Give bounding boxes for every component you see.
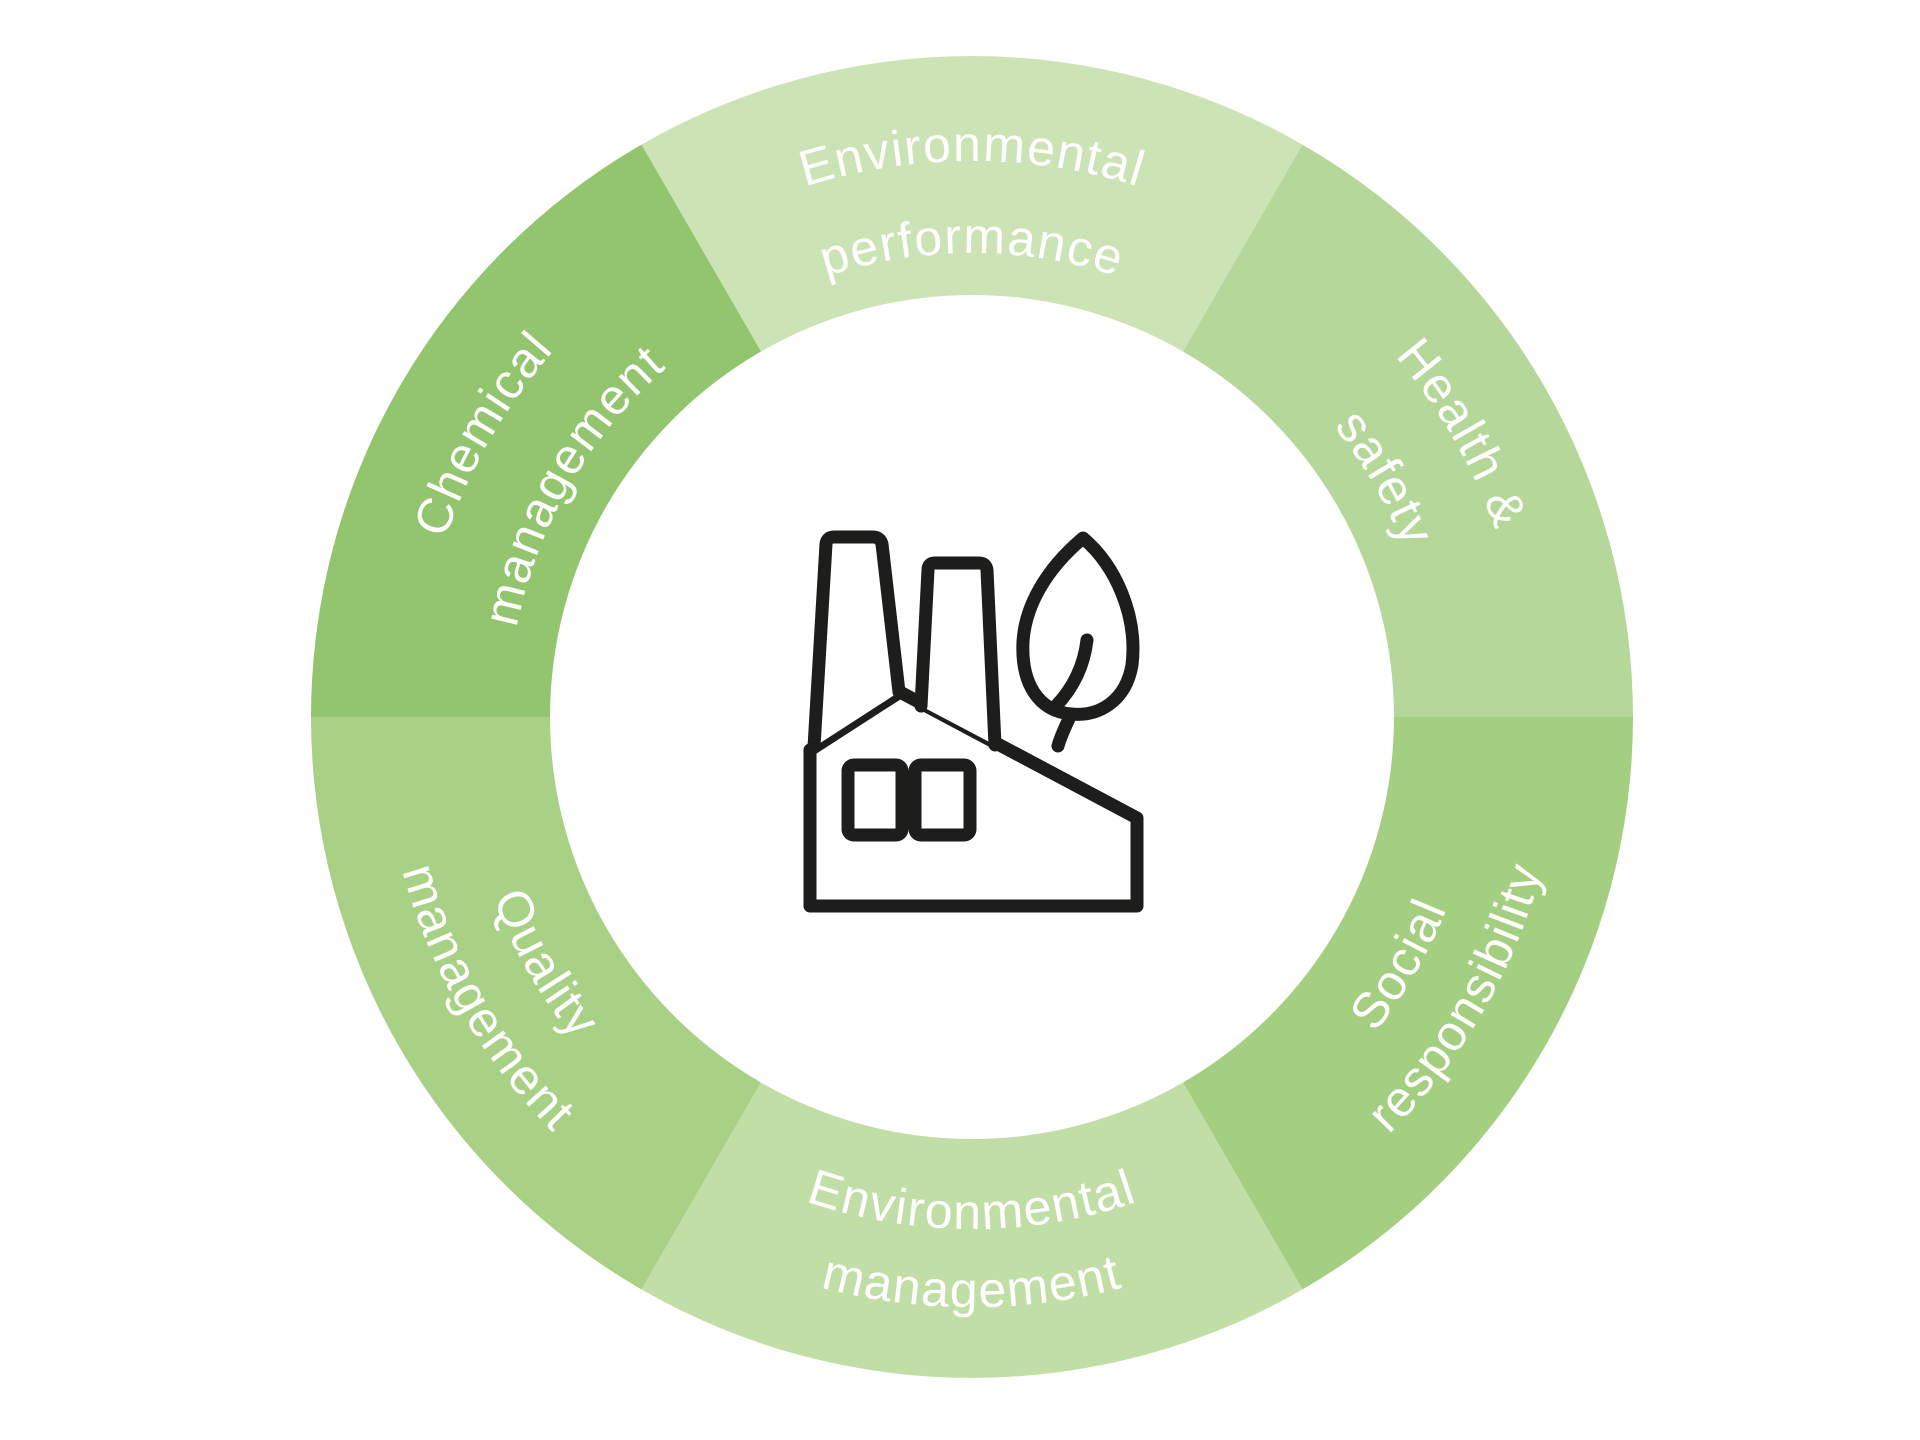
factory-chimney-right bbox=[914, 556, 1002, 752]
segment-chemical-management bbox=[311, 144, 761, 718]
factory-chimney-left bbox=[807, 530, 906, 754]
segment-environmental-performance bbox=[641, 56, 1303, 352]
factory-window-right bbox=[908, 758, 977, 842]
factory-window-left bbox=[841, 758, 909, 842]
leaf-stem bbox=[1051, 707, 1078, 753]
factory-chimney-left-mask bbox=[814, 537, 899, 747]
segment-environmental-management bbox=[641, 1082, 1303, 1378]
factory-chimney-right-mask bbox=[921, 563, 995, 745]
leaf-outline bbox=[1016, 531, 1140, 721]
ring-segments bbox=[311, 56, 1633, 1378]
segment-health-safety bbox=[1183, 144, 1633, 718]
factory-leaf-icon bbox=[803, 530, 1144, 913]
segment-quality-management bbox=[311, 717, 761, 1290]
factory-building-outline bbox=[803, 685, 1144, 913]
leaf-vein bbox=[1049, 633, 1094, 713]
segment-social-responsibility bbox=[1183, 717, 1633, 1290]
